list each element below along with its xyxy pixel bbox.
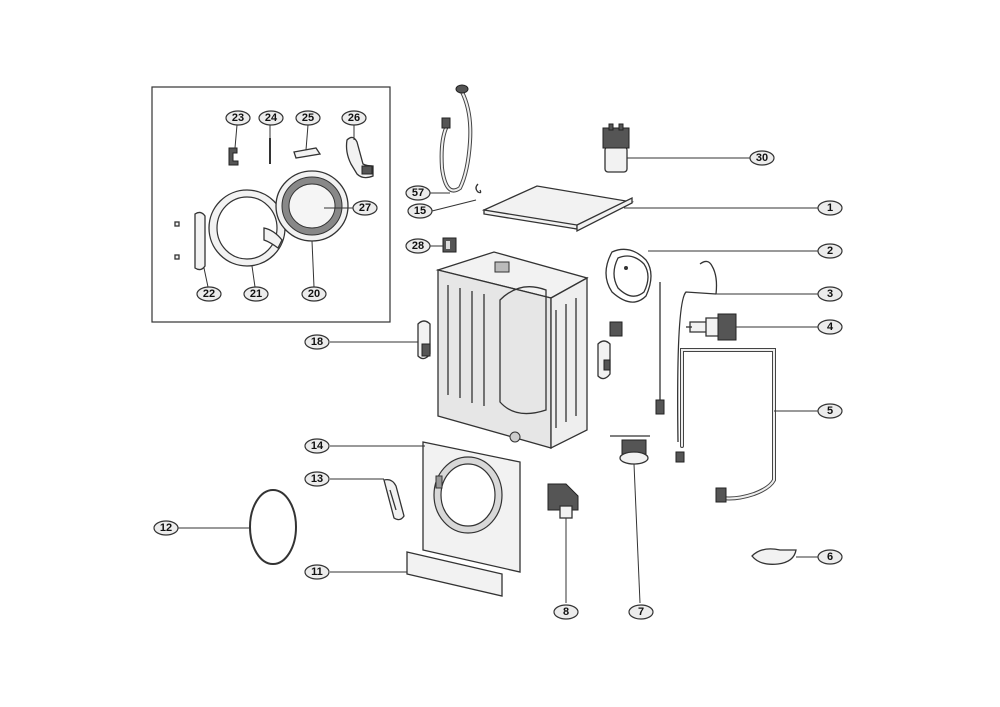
callout-26: 26 bbox=[341, 110, 367, 126]
callout-21: 21 bbox=[243, 286, 269, 302]
callout-28: 28 bbox=[405, 238, 431, 254]
part-4-inlet-valve bbox=[686, 313, 737, 341]
cabinet-body bbox=[435, 251, 589, 450]
callout-57-label: 57 bbox=[412, 187, 424, 199]
callout-23-label: 23 bbox=[232, 112, 244, 124]
part-5-drain-hose bbox=[680, 348, 776, 503]
callout-4: 4 bbox=[817, 319, 843, 335]
callout-25-label: 25 bbox=[302, 112, 314, 124]
part-57-inlet-hose bbox=[439, 84, 473, 193]
callout-25: 25 bbox=[295, 110, 321, 126]
callout-6-label: 6 bbox=[827, 551, 833, 563]
callout-7-label: 7 bbox=[638, 606, 644, 618]
callout-15-label: 15 bbox=[414, 205, 426, 217]
callout-11: 11 bbox=[304, 564, 330, 580]
part-3-wire bbox=[675, 260, 718, 463]
callout-13: 13 bbox=[304, 471, 330, 487]
callout-20: 20 bbox=[301, 286, 327, 302]
part-6-hose-clamp bbox=[751, 548, 797, 565]
callout-18: 18 bbox=[304, 334, 330, 350]
part-8-door-lock bbox=[547, 483, 579, 519]
callout-27-label: 27 bbox=[359, 202, 371, 214]
callout-26-label: 26 bbox=[348, 112, 360, 124]
part-28-clip bbox=[442, 237, 457, 253]
part-23-hinge-pin bbox=[228, 147, 239, 166]
callout-12: 12 bbox=[153, 520, 179, 536]
part-14-front-panel bbox=[422, 441, 521, 573]
callout-30: 30 bbox=[749, 150, 775, 166]
callout-24: 24 bbox=[258, 110, 284, 126]
door-parts-inset-frame bbox=[151, 86, 391, 323]
part-11-kick-panel bbox=[406, 551, 503, 597]
part-30-dispenser-valve bbox=[602, 123, 630, 173]
part-25-door-handle bbox=[293, 147, 322, 159]
part-15-hose-clip bbox=[475, 183, 482, 194]
callout-24-label: 24 bbox=[265, 112, 278, 124]
callout-11-label: 11 bbox=[311, 566, 323, 578]
part-2-pressure-hose bbox=[605, 248, 665, 415]
callout-18-label: 18 bbox=[311, 336, 323, 348]
part-18-bracket bbox=[417, 320, 431, 360]
callout-30-label: 30 bbox=[756, 152, 768, 164]
leader-lines bbox=[178, 124, 818, 604]
part-22-hinge-bracket bbox=[174, 211, 206, 271]
bracket-right bbox=[597, 321, 623, 380]
callout-4-label: 4 bbox=[827, 321, 834, 333]
part-7-pressure-switch bbox=[610, 435, 650, 465]
callout-8-label: 8 bbox=[563, 606, 569, 618]
part-12-gasket-ring bbox=[249, 489, 297, 565]
callout-7: 7 bbox=[628, 604, 654, 620]
part-20-door-glass-ring bbox=[275, 170, 349, 242]
callout-14: 14 bbox=[304, 438, 330, 454]
part-21-door-frame bbox=[208, 189, 286, 267]
callout-12-label: 12 bbox=[160, 522, 172, 534]
callout-8: 8 bbox=[553, 604, 579, 620]
callout-14-label: 14 bbox=[311, 440, 324, 452]
callout-27: 27 bbox=[352, 200, 378, 216]
callout-20-label: 20 bbox=[308, 288, 320, 300]
callout-2-label: 2 bbox=[827, 245, 833, 257]
part-26-door-hinge bbox=[345, 136, 374, 179]
callout-3-label: 3 bbox=[827, 288, 833, 300]
callout-22-label: 22 bbox=[203, 288, 215, 300]
callout-2: 2 bbox=[817, 243, 843, 259]
callout-5-label: 5 bbox=[827, 405, 833, 417]
part-13-lock-handle bbox=[383, 478, 405, 521]
callout-21-label: 21 bbox=[250, 288, 262, 300]
part-1-top-cover bbox=[481, 185, 635, 233]
callout-28-label: 28 bbox=[412, 240, 424, 252]
callout-57: 57 bbox=[405, 185, 431, 201]
callout-1-label: 1 bbox=[827, 202, 833, 214]
callout-13-label: 13 bbox=[311, 473, 323, 485]
callout-23: 23 bbox=[225, 110, 251, 126]
callout-1: 1 bbox=[817, 200, 843, 216]
callout-3: 3 bbox=[817, 286, 843, 302]
callout-22: 22 bbox=[196, 286, 222, 302]
callout-6: 6 bbox=[817, 549, 843, 565]
callout-5: 5 bbox=[817, 403, 843, 419]
callout-15: 15 bbox=[407, 203, 433, 219]
